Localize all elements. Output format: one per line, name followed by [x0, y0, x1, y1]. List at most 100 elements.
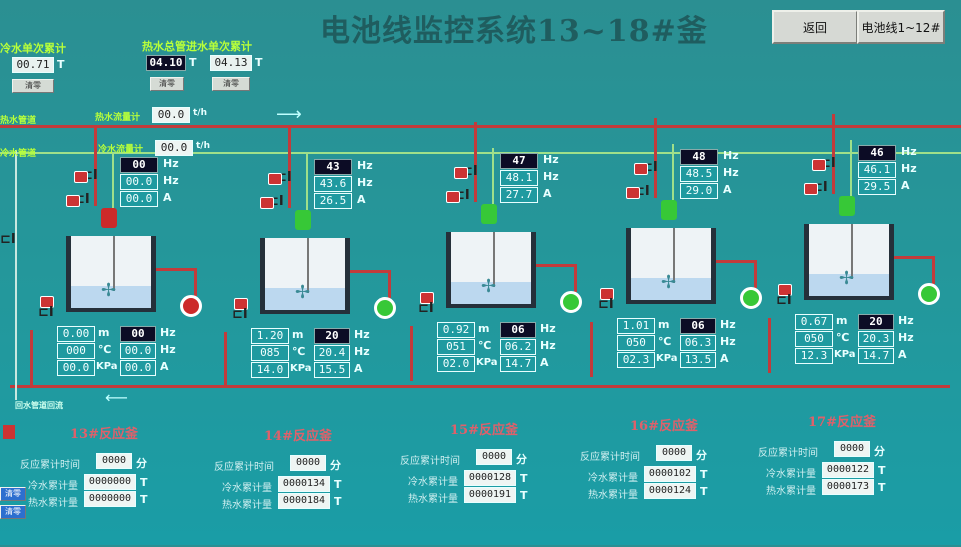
- unit-a: A: [901, 179, 910, 192]
- unit-hz: Hz: [901, 145, 917, 158]
- pump-icon[interactable]: [740, 287, 762, 309]
- pump-icon[interactable]: [374, 297, 396, 319]
- agitator-motor-icon[interactable]: [481, 204, 497, 224]
- pump-icon[interactable]: [560, 291, 582, 313]
- line-switch-button[interactable]: 电池线1~12#: [857, 10, 945, 44]
- hot-valve-button[interactable]: [74, 171, 88, 183]
- hot-accum-label: 热水总管进水单次累计: [142, 40, 252, 53]
- pump-freq-actual: 20.3: [858, 331, 894, 347]
- flow-arrow-left-icon: ⟵: [105, 388, 128, 407]
- back-button[interactable]: 返回: [772, 10, 858, 44]
- agitator-motor-icon[interactable]: [839, 196, 855, 216]
- unit-hz: Hz: [901, 162, 917, 175]
- motor-current: 00.0: [120, 191, 158, 207]
- left-valve-icon[interactable]: [3, 425, 15, 439]
- cold-valve-button[interactable]: [446, 191, 460, 203]
- return-branch-pipe: [224, 332, 227, 387]
- hot-valve-button[interactable]: [812, 159, 826, 171]
- cold-flow-value: 00.0: [155, 140, 193, 156]
- valve-icon[interactable]: ⊏I: [0, 232, 16, 247]
- agitator-motor-icon[interactable]: [661, 200, 677, 220]
- reaction-time-label: 反应累计时间: [214, 462, 274, 473]
- outlet-drop-pipe: [388, 270, 391, 298]
- cold-accum-label: 冷水单次累计: [0, 42, 66, 55]
- pump-current: 15.5: [314, 362, 350, 378]
- pump-freq-set[interactable]: 06: [500, 322, 536, 338]
- motor-freq-set[interactable]: 46: [858, 145, 896, 161]
- hot-total-label: 热水累计量: [408, 494, 458, 505]
- pump-freq-set[interactable]: 00: [120, 326, 156, 342]
- cold-branch-pipe: [306, 154, 308, 214]
- hot-valve-button[interactable]: [634, 163, 648, 175]
- bottom-valve-button[interactable]: [40, 296, 54, 308]
- bottom-valve-button[interactable]: [778, 284, 792, 296]
- unit-hz: Hz: [543, 153, 559, 166]
- hot-valve-button[interactable]: [268, 173, 282, 185]
- hot-clear-button-1[interactable]: 清零: [150, 77, 184, 91]
- hot-water-pipe: [0, 125, 961, 128]
- unit-hz: Hz: [540, 322, 556, 335]
- unit-hz: Hz: [540, 339, 556, 352]
- level-value: 0.67: [795, 314, 833, 330]
- temperature-value: 085: [251, 345, 289, 361]
- level-unit: m: [478, 322, 490, 335]
- motor-freq-actual: 43.6: [314, 176, 352, 192]
- pump-freq-set[interactable]: 20: [314, 328, 350, 344]
- level-value: 1.01: [617, 318, 655, 334]
- hot-accum-value-1: 04.10: [146, 55, 186, 71]
- pressure-unit: KPa: [476, 357, 498, 368]
- cold-flow-unit: t/h: [196, 141, 210, 151]
- reactor-unit-15: 47 Hz 48.1 Hz 27.7 A ⊏I ⊏I ✢ ⊏I 0.92 m 0…: [400, 0, 590, 541]
- pump-freq-set[interactable]: 06: [680, 318, 716, 334]
- temperature-unit: ℃: [292, 345, 306, 358]
- motor-freq-set[interactable]: 00: [120, 157, 158, 173]
- bottom-valve-icon[interactable]: ⊏I: [38, 305, 54, 320]
- agitator-motor-icon[interactable]: [295, 210, 311, 230]
- pump-icon[interactable]: [180, 295, 202, 317]
- hot-total-unit: T: [878, 481, 886, 494]
- hot-drop-pipe: [654, 138, 657, 198]
- hot-clear-button-2[interactable]: 清零: [212, 77, 250, 91]
- reactor-tank: ✢: [626, 228, 716, 304]
- bottom-valve-icon[interactable]: ⊏I: [598, 297, 614, 312]
- cold-valve-button[interactable]: [804, 183, 818, 195]
- motor-freq-actual: 48.5: [680, 166, 718, 182]
- hot-total-value: 0000191: [464, 487, 516, 503]
- pressure-value: 00.0: [57, 360, 95, 376]
- agitator-shaft: [113, 236, 115, 291]
- bottom-valve-icon[interactable]: ⊏I: [418, 301, 434, 316]
- outlet-pipe: [350, 270, 388, 273]
- hot-branch-pipe: [94, 126, 97, 146]
- left-clear-button-2[interactable]: 清零: [0, 505, 26, 519]
- temperature-unit: ℃: [98, 343, 112, 356]
- motor-freq-set[interactable]: 43: [314, 159, 352, 175]
- motor-current: 29.5: [858, 179, 896, 195]
- bottom-valve-icon[interactable]: ⊏I: [776, 293, 792, 308]
- cold-clear-button[interactable]: 清零: [12, 79, 54, 93]
- cold-valve-button[interactable]: [626, 187, 640, 199]
- agitator-motor-icon[interactable]: [101, 208, 117, 228]
- pump-freq-set[interactable]: 20: [858, 314, 894, 330]
- pressure-value: 14.0: [251, 362, 289, 378]
- agitator-icon: ✢: [101, 280, 117, 301]
- motor-current: 27.7: [500, 187, 538, 203]
- reactor-title: 16#反应釜: [630, 419, 698, 434]
- outlet-pipe: [536, 264, 574, 267]
- motor-current: 26.5: [314, 193, 352, 209]
- hot-valve-button[interactable]: [454, 167, 468, 179]
- bottom-valve-button[interactable]: [234, 298, 248, 310]
- bottom-valve-button[interactable]: [600, 288, 614, 300]
- reaction-time-unit: 分: [136, 457, 147, 470]
- flow-arrow-right-icon: ⟶: [276, 104, 302, 125]
- reactor-unit-16: 48 Hz 48.5 Hz 29.0 A ⊏I ⊏I ✢ ⊏I 1.01 m 0…: [580, 0, 770, 537]
- pump-icon[interactable]: [918, 283, 940, 305]
- bottom-valve-icon[interactable]: ⊏I: [232, 307, 248, 322]
- motor-freq-set[interactable]: 47: [500, 153, 538, 169]
- cold-valve-button[interactable]: [260, 197, 274, 209]
- motor-freq-set[interactable]: 48: [680, 149, 718, 165]
- hot-drop-pipe: [474, 142, 477, 202]
- hot-total-value: 0000124: [644, 483, 696, 499]
- bottom-valve-button[interactable]: [420, 292, 434, 304]
- left-clear-button-1[interactable]: 清零: [0, 487, 26, 501]
- cold-valve-button[interactable]: [66, 195, 80, 207]
